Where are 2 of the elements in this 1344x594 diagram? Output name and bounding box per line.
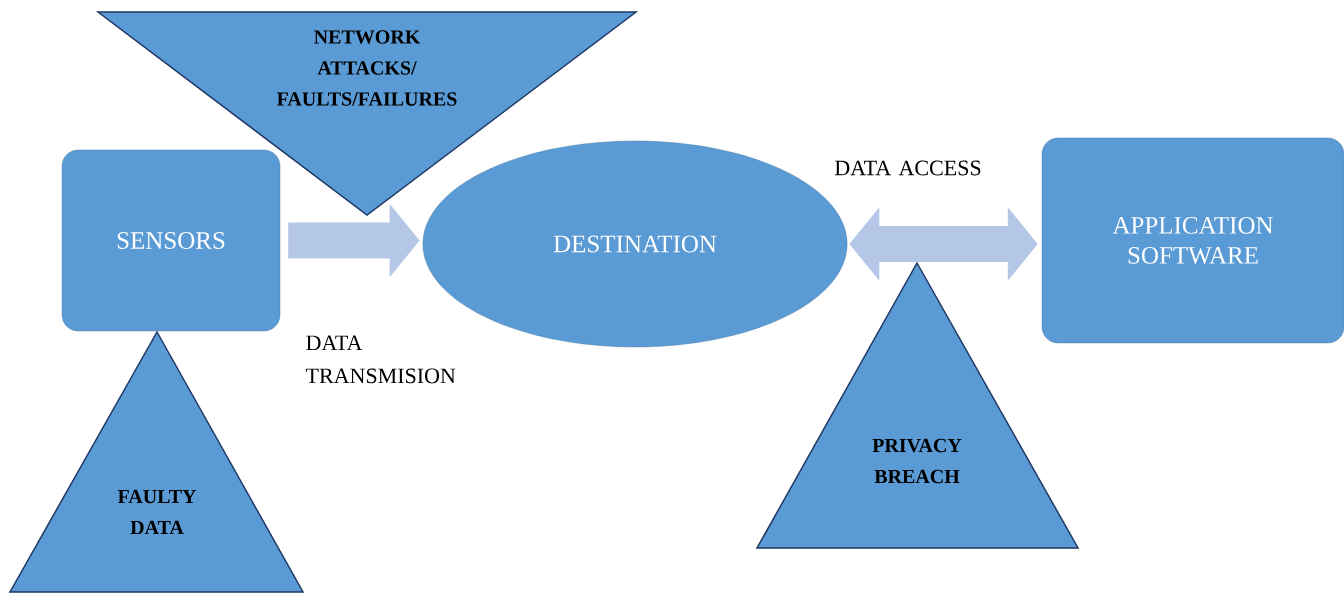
rounded-box: SENSORS [61,149,281,332]
rounded-box: APPLICATION SOFTWARE [1041,137,1344,344]
